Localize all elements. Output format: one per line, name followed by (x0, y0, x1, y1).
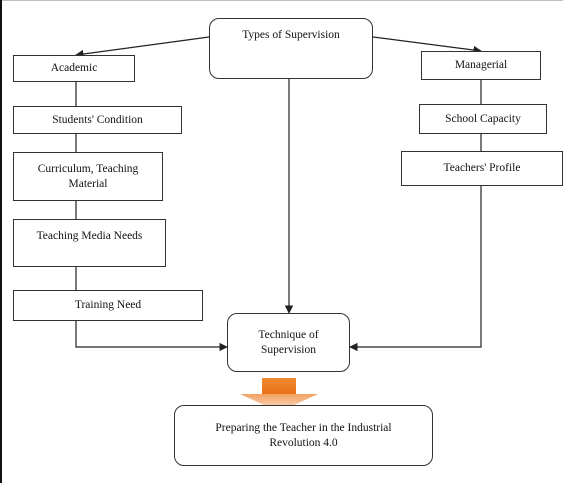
students-condition-box: Students' Condition (13, 106, 182, 134)
profile-to-technique-arrow (349, 186, 482, 352)
school-capacity-box: School Capacity (419, 104, 547, 134)
types-of-supervision-box: Types of Supervision (209, 18, 373, 79)
managerial-label: Managerial (454, 59, 508, 71)
technique-of-supervision-label: Technique of Supervision (258, 328, 319, 356)
school-capacity-label: School Capacity (445, 112, 521, 125)
curriculum-teaching-material-box: Curriculum, Teaching Material (13, 152, 163, 201)
types-of-supervision-label: Types of Supervision (242, 29, 340, 41)
managerial-box: Managerial (421, 51, 541, 80)
teaching-media-needs-label: Teaching Media Needs (36, 230, 143, 242)
root-to-managerial-arrow (372, 36, 482, 55)
technique-of-supervision-box: Technique of Supervision (227, 313, 350, 372)
teachers-profile-box: Teachers' Profile (401, 151, 563, 186)
outcome-label: Preparing the Teacher in the Industrial … (215, 421, 392, 449)
students-condition-label: Students' Condition (52, 113, 143, 126)
training-need-box: Training Need (13, 290, 203, 321)
training-to-technique-arrow (75, 321, 228, 352)
training-need-label: Training Need (74, 299, 142, 311)
root-to-academic-arrow (75, 36, 210, 59)
orange-arrow-shaft (262, 378, 296, 394)
outcome-box: Preparing the Teacher in the Industrial … (174, 405, 433, 466)
teaching-media-needs-box: Teaching Media Needs (13, 219, 166, 267)
curriculum-teaching-material-label: Curriculum, Teaching Material (37, 162, 139, 190)
teachers-profile-label: Teachers' Profile (443, 162, 521, 174)
frame-top-border (0, 0, 563, 1)
frame-left-border (0, 0, 2, 483)
orange-arrowhead (240, 394, 318, 412)
academic-label: Academic (50, 62, 98, 74)
academic-box: Academic (13, 55, 135, 82)
